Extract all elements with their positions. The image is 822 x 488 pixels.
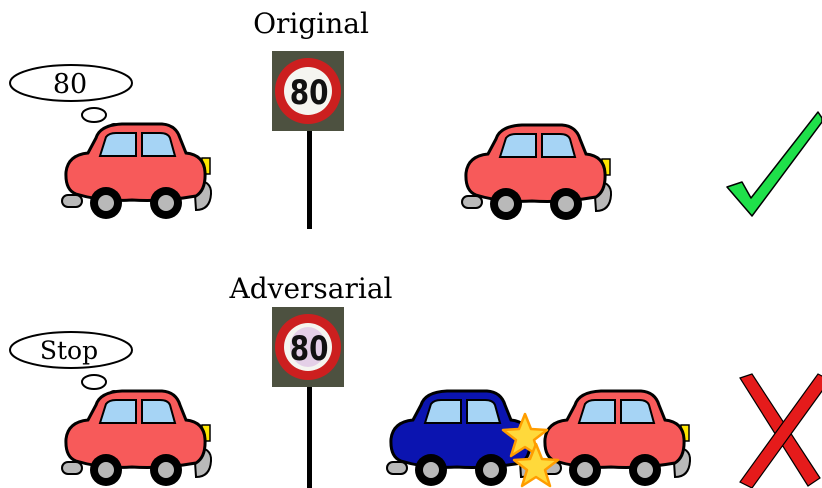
thought-text-original: 80 (53, 69, 87, 100)
sign-number-original: 80 (290, 73, 329, 112)
red-car-adversarial (60, 389, 213, 488)
row-original: 80 Original 80 (9, 7, 822, 229)
sign-number-adversarial: 80 (290, 329, 329, 368)
row-title-original: Original (253, 7, 369, 40)
check-icon (726, 111, 822, 217)
sign-pole (307, 131, 312, 229)
red-car-ahead-adversarial (539, 389, 692, 488)
speed-sign-adversarial: 80 (272, 307, 344, 488)
sign-pole-adversarial (307, 387, 312, 488)
speed-sign-original: 80 (272, 51, 344, 229)
row-adversarial: Stop Adversarial 80 (9, 272, 822, 488)
cross-icon (739, 373, 822, 488)
row-title-adversarial: Adversarial (229, 272, 393, 305)
red-car-original (60, 122, 213, 221)
thought-text-adversarial: Stop (40, 336, 98, 365)
red-car-ahead-original (460, 123, 613, 222)
